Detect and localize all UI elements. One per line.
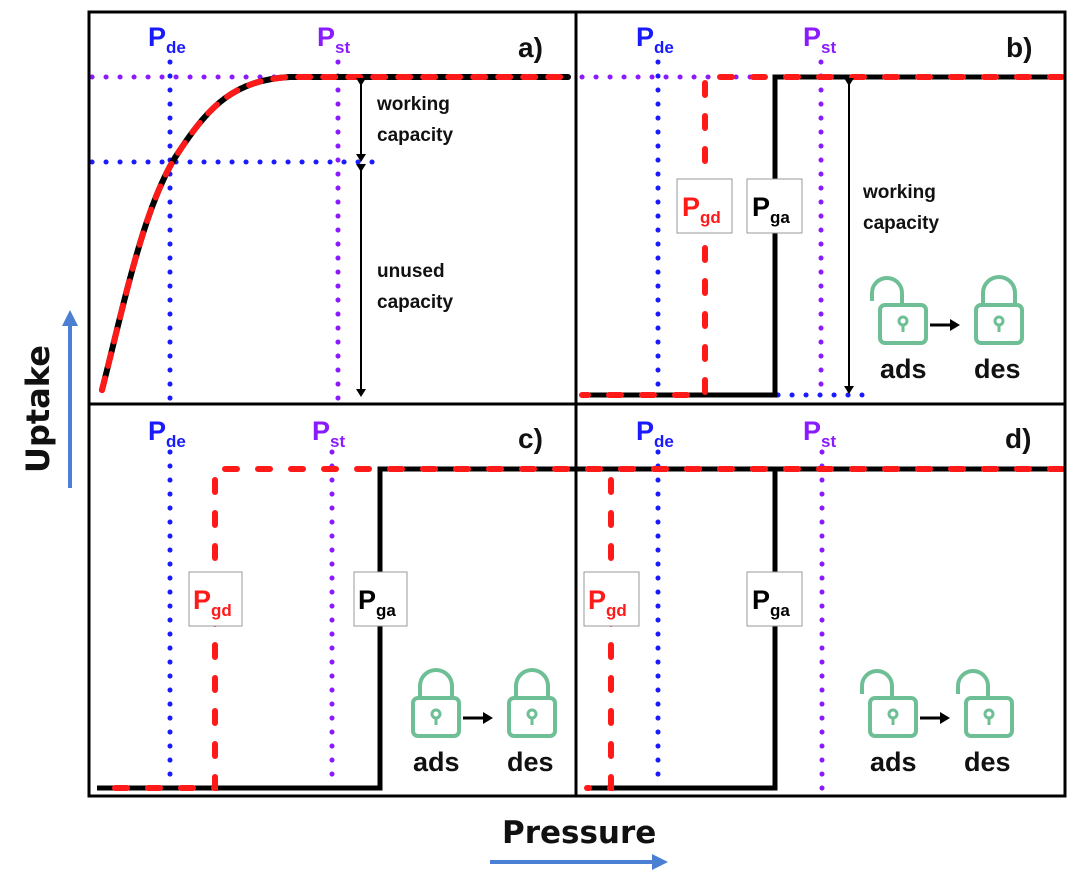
des-label: des <box>507 747 554 777</box>
uptake-arrowhead <box>62 310 78 326</box>
working-capacity-label: working capacity <box>376 94 455 146</box>
p-st-label: Pst <box>317 22 350 57</box>
transition-arrowhead <box>483 712 493 724</box>
adsorption-curve <box>97 466 1062 791</box>
working-capacity-label: working capacity <box>862 182 941 234</box>
lock-transition: ads des <box>860 669 1014 777</box>
svg-text:Pga: Pga <box>358 585 396 620</box>
p-ga-box: Pga <box>746 571 803 627</box>
ads-label: ads <box>880 354 927 384</box>
panel-label-b: b) <box>1006 32 1032 63</box>
y-axis-label: Uptake <box>19 345 57 473</box>
lock-transition: ads des <box>411 668 557 777</box>
p-st-label: Pst <box>803 416 836 451</box>
locked-lock-icon <box>507 668 557 738</box>
p-de-label: Pde <box>148 416 186 451</box>
unlocked-lock-icon <box>956 669 1014 738</box>
panel-label-a: a) <box>518 32 543 63</box>
lock-transition: ads des <box>870 275 1024 384</box>
desorption-curve <box>584 466 1065 791</box>
p-gd-box: Pgd <box>188 571 243 627</box>
panel-a: Pde Pst a) working capacity unused capac… <box>89 22 571 403</box>
unused-capacity-label: unused capacity <box>377 261 453 313</box>
unlocked-lock-icon <box>870 276 928 345</box>
p-st-label: Pst <box>803 22 836 57</box>
unlocked-lock-icon <box>860 669 918 738</box>
p-de-label: Pde <box>636 416 674 451</box>
des-label: des <box>974 354 1021 384</box>
locked-lock-icon <box>411 668 461 738</box>
panel-label-c: c) <box>518 423 543 454</box>
svg-text:Pgd: Pgd <box>193 585 232 620</box>
desorption-curve <box>94 466 1065 791</box>
svg-text:Pgd: Pgd <box>588 585 627 620</box>
transition-arrowhead <box>950 319 960 331</box>
x-axis-label: Pressure <box>502 815 656 851</box>
svg-text:Pgd: Pgd <box>682 192 721 227</box>
p-de-label: Pde <box>636 22 674 57</box>
svg-text:Pga: Pga <box>752 192 790 227</box>
p-gd-box: Pgd <box>583 571 640 627</box>
ads-label: ads <box>413 747 460 777</box>
adsorption-curve <box>587 466 1062 791</box>
svg-text:Pga: Pga <box>752 585 790 620</box>
transition-arrowhead <box>940 712 950 724</box>
locked-lock-icon <box>974 275 1024 345</box>
panel-label-d: d) <box>1005 423 1031 454</box>
p-st-label: Pst <box>312 416 345 451</box>
panel-d: Pgd Pga Pde Pst d) ads des <box>583 416 1065 798</box>
adsorption-curve <box>582 74 1062 398</box>
pressure-arrowhead <box>652 854 668 870</box>
desorption-curve <box>99 74 571 393</box>
ads-label: ads <box>870 747 917 777</box>
des-label: des <box>964 747 1011 777</box>
p-gd-box: Pgd <box>676 178 733 234</box>
panel-b: Pgd Pga Pde Pst b) working capacity ads d… <box>579 22 1065 398</box>
desorption-curve <box>579 74 1065 398</box>
p-ga-box: Pga <box>353 571 408 627</box>
p-ga-box: Pga <box>746 178 803 234</box>
p-de-label: Pde <box>148 22 186 57</box>
